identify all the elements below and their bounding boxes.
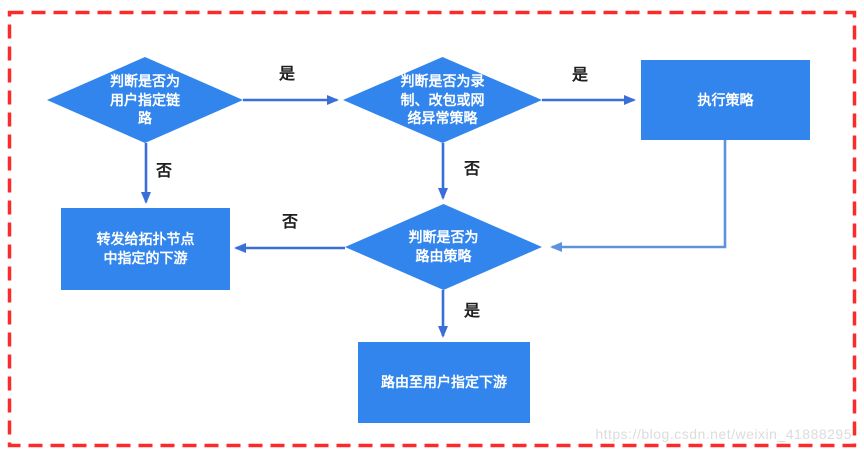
node-forward-topology: 转发给拓扑节点 中指定的下游 bbox=[61, 208, 230, 290]
watermark: https://blog.csdn.net/weixin_41888295 bbox=[595, 426, 852, 442]
connector-execute-to-route bbox=[550, 140, 727, 252]
dashed-border bbox=[7, 10, 857, 448]
node-judge-user-link-label: 判断是否为 用户指定链 路 bbox=[110, 72, 180, 127]
node-execute-policy-label: 执行策略 bbox=[697, 91, 754, 108]
edge-label-yes-2: 是 bbox=[571, 67, 588, 84]
edge-label-no-3: 否 bbox=[281, 214, 298, 231]
node-route-downstream: 路由至用户指定下游 bbox=[358, 342, 530, 423]
edge-label-no-1: 否 bbox=[155, 163, 172, 180]
edge-label-yes-3: 是 bbox=[463, 303, 480, 320]
edge-label-no-2: 否 bbox=[463, 161, 480, 178]
node-judge-policy-type-label: 判断是否为录 制、改包或网 络异常策略 bbox=[400, 72, 485, 127]
edge-label-yes-1: 是 bbox=[278, 66, 295, 83]
node-route-downstream-label: 路由至用户指定下游 bbox=[381, 374, 507, 391]
node-forward-topology-label: 转发给拓扑节点 中指定的下游 bbox=[96, 231, 195, 266]
node-execute-policy: 执行策略 bbox=[641, 60, 810, 140]
node-judge-route-label: 判断是否为 路由策略 bbox=[408, 229, 479, 264]
